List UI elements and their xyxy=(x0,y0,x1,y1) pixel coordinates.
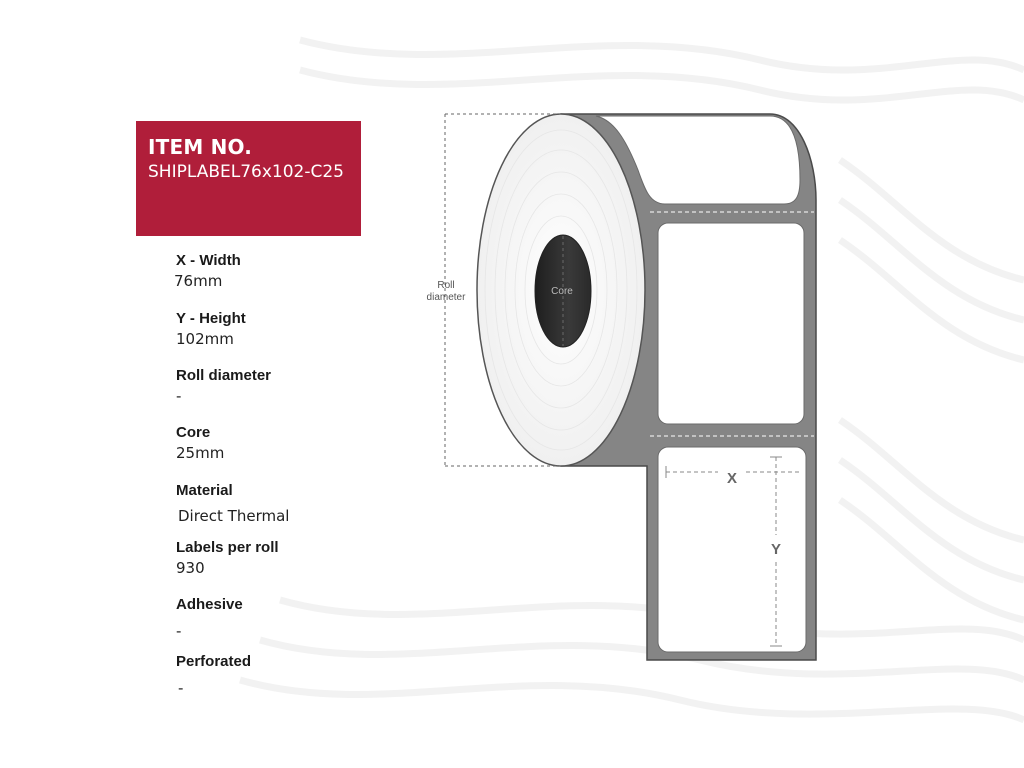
spec-label: Labels per roll xyxy=(176,539,279,556)
spec-width: X - Width 76mm xyxy=(174,252,241,290)
spec-value: Direct Thermal xyxy=(178,507,290,525)
spec-value: - xyxy=(176,622,182,640)
item-number-box: ITEM NO. SHIPLABEL76x102-C25 xyxy=(136,121,361,236)
spec-material: Material Direct Thermal xyxy=(176,482,289,525)
roll-rings xyxy=(484,129,638,451)
roll-diameter-label-line1: Roll xyxy=(437,280,454,291)
spec-perforated: Perforated - xyxy=(176,653,251,697)
middle-label xyxy=(657,222,805,425)
core-label: Core xyxy=(551,286,573,297)
roll-diameter-label-line2: diameter xyxy=(427,292,467,303)
spec-value: - xyxy=(176,387,182,405)
spec-roll-diameter: Roll diameter - xyxy=(176,367,271,405)
item-number: SHIPLABEL76x102-C25 xyxy=(148,162,344,182)
spec-label: Material xyxy=(176,482,233,499)
spec-core: Core 25mm xyxy=(176,424,224,462)
spec-value: 76mm xyxy=(174,272,223,290)
spec-label: X - Width xyxy=(176,252,241,269)
y-dimension-label: Y xyxy=(771,541,781,558)
x-dimension xyxy=(665,466,800,478)
y-dimension xyxy=(770,456,782,647)
spec-label: Y - Height xyxy=(176,310,246,327)
roll-diameter-dimension xyxy=(444,113,561,467)
top-label xyxy=(595,115,801,205)
x-dimension-label: X xyxy=(727,470,737,487)
spec-value: - xyxy=(178,679,184,697)
spec-adhesive: Adhesive - xyxy=(176,596,243,640)
spec-label: Adhesive xyxy=(176,596,243,613)
spec-value: 25mm xyxy=(176,444,225,462)
spec-label: Roll diameter xyxy=(176,367,272,384)
spec-label: Perforated xyxy=(176,653,252,670)
spec-labels-per-roll: Labels per roll 930 xyxy=(176,539,279,577)
spec-value: 102mm xyxy=(176,330,234,348)
spec-height: Y - Height 102mm xyxy=(176,310,246,348)
bottom-label xyxy=(657,446,807,653)
spec-value: 930 xyxy=(176,559,205,577)
spec-label: Core xyxy=(176,424,211,441)
item-title: ITEM NO. xyxy=(148,135,253,159)
